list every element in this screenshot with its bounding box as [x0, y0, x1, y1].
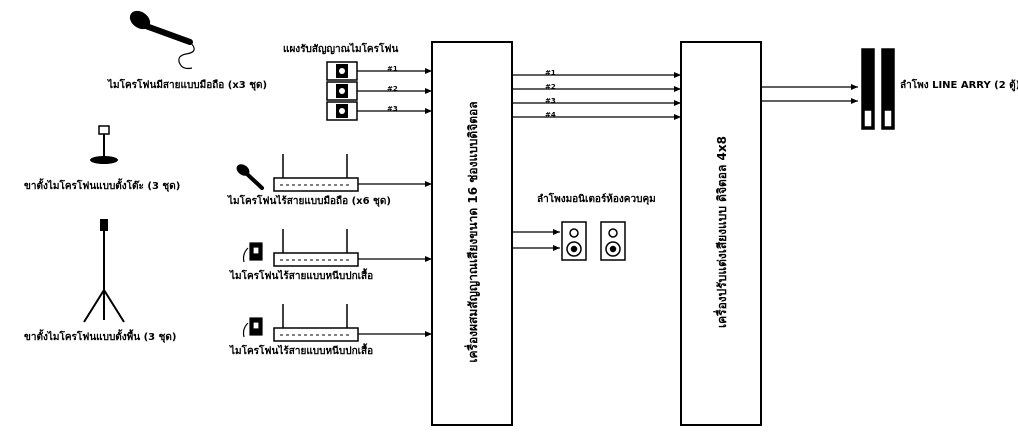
panel-channel-3: #3	[387, 103, 398, 115]
wired-mic-label: ไมโครโฟนมีสายแบบมือถือ (x3 ชุด)	[108, 80, 267, 92]
line-array-speaker-1	[862, 49, 874, 129]
table-stand-icon	[90, 126, 118, 164]
line-array-label: ลำโพง LINE ARRY (2 ตู้)	[900, 80, 1018, 92]
monitor-label: ลำโพงมอนิเตอร์ห้องควบคุม	[537, 194, 656, 206]
wireless-clip-mic-icon-2	[244, 318, 263, 337]
floor-stand-label: ขาตั้งไมโครโฟนแบบตั้งพื้น (3 ชุด)	[24, 332, 176, 344]
mic-panel-label: แผงรับสัญญาณไมโครโฟน	[283, 44, 398, 56]
wireless-receiver-1	[274, 154, 358, 191]
wireless-handheld-label: ไมโครโฟนไร้สายแบบมือถือ (x6 ชุด)	[228, 196, 391, 208]
processor-label: เครื่องปรับแต่งเสียงแบบ ดิจิตอล 4x8	[713, 82, 729, 382]
mixer-to-processor-lines	[512, 75, 681, 117]
wired-mic-icon	[126, 7, 194, 68]
wireless-clip-mic-icon-1	[244, 243, 263, 262]
mixer-to-monitor-lines	[512, 232, 560, 248]
mixer-out-4: #4	[545, 109, 556, 121]
mixer-out-3: #3	[545, 95, 556, 107]
monitor-speaker-left	[562, 222, 586, 260]
mixer-out-2: #2	[545, 81, 556, 93]
mic-panel-jacks	[327, 62, 357, 120]
line-array-speaker-2	[882, 49, 894, 129]
wireless-receiver-3	[274, 304, 358, 341]
floor-stand-icon	[84, 220, 124, 322]
panel-channel-2: #2	[387, 83, 398, 95]
wireless-clip-label-2: ไมโครโฟนไร้สายแบบหนีบปกเสื้อ	[230, 346, 373, 358]
mixer-label: เครื่องผสมสัญญาณเสียงขนาด 16 ช่องแบบดิจิ…	[464, 82, 480, 382]
mixer-out-1: #1	[545, 67, 556, 79]
monitor-speaker-right	[601, 222, 625, 260]
wireless-handheld-mic-icon	[234, 162, 262, 188]
wireless-clip-label-1: ไมโครโฟนไร้สายแบบหนีบปกเสื้อ	[230, 271, 373, 283]
wireless-receiver-2	[274, 229, 358, 266]
processor-to-speaker-lines	[761, 87, 858, 101]
panel-channel-1: #1	[387, 63, 398, 75]
table-stand-label: ขาตั้งไมโครโฟนแบบตั้งโต๊ะ (3 ชุด)	[24, 181, 180, 193]
